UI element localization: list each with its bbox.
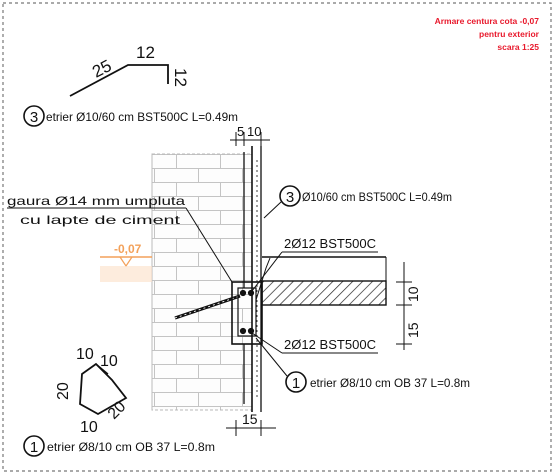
dim-top-a: 5 — [237, 124, 244, 139]
position-marker-1 — [23, 435, 45, 457]
bars-bottom-label: 2Ø12 BST500C — [284, 337, 376, 352]
callout-stirrup-3: 3 Ø10/60 cm BST500C L=0.49m — [263, 185, 452, 219]
position-marker-3 — [23, 105, 45, 127]
stirrup-1-dim-1: 10 — [76, 346, 94, 363]
belt-beam — [231, 257, 271, 345]
callout-stirrup-3-label: Ø10/60 cm BST500C L=0.49m — [302, 190, 452, 204]
callout-etrier-1-label: etrier Ø8/10 cm OB 37 L=0.8m — [310, 376, 470, 390]
callout-etrier-1: 1 etrier Ø8/10 cm OB 37 L=0.8m — [255, 337, 470, 393]
svg-text:3: 3 — [30, 109, 38, 126]
svg-text:1: 1 — [30, 439, 38, 456]
svg-text:3: 3 — [286, 189, 294, 206]
dim-right-a: 15 — [405, 322, 421, 338]
stirrup-1-dim-2: 10 — [100, 353, 118, 370]
stirrup-3-dim-b: 12 — [136, 43, 155, 62]
level-label: -0,07 — [114, 242, 142, 256]
stirrup-3-label: etrier Ø10/60 cm BST500C L=0.49m — [46, 110, 238, 124]
stirrup-3-dim-a: 25 — [89, 56, 114, 82]
bars-top-label: 2Ø12 BST500C — [284, 236, 376, 251]
svg-text:1: 1 — [292, 375, 300, 392]
hole-note-line-1: gaura Ø14 mm umpluta — [7, 194, 185, 208]
position-marker-3-callout — [279, 185, 301, 207]
stirrup-1-label: etrier Ø8/10 cm OB 37 L=0.8m — [47, 440, 215, 454]
stirrup-1-legend: 1 etrier Ø8/10 cm OB 37 L=0.8m — [23, 435, 215, 457]
anchor-bar — [174, 294, 241, 320]
position-marker-1-callout — [285, 371, 307, 393]
hole-note-line-2: cu lapte de ciment — [20, 213, 181, 227]
hole-note: gaura Ø14 mm umpluta cu lapte de ciment — [7, 194, 233, 283]
stirrup-shape-3: 25 12 12 — [69, 43, 190, 97]
stirrup-1-dim-3: 20 — [55, 382, 72, 400]
header-line-1: Armare centura cota -0,07 — [435, 16, 540, 26]
bars-top-label-group: 2Ø12 BST500C — [251, 236, 378, 292]
stirrup-3-legend: 3 etrier Ø10/60 cm BST500C L=0.49m — [23, 105, 238, 127]
sheet-border — [2, 2, 552, 472]
stirrup-1-dim-4: 20 — [105, 398, 130, 423]
dimension-top: 5 10 — [230, 124, 270, 146]
floor-slab — [261, 256, 387, 306]
stirrup-1-dim-5: 10 — [80, 419, 98, 436]
dim-top-b: 10 — [247, 124, 261, 139]
bars-bottom-label-group: 2Ø12 BST500C — [251, 332, 378, 354]
dimension-bottom: 15 — [226, 411, 276, 436]
level-marker: -0,07 — [100, 242, 152, 282]
drawing-header: Armare centura cota -0,07 pentru exterio… — [435, 16, 540, 52]
dim-bottom-label: 15 — [242, 411, 258, 427]
dim-right-b: 10 — [405, 286, 421, 302]
stirrup-in-section — [237, 287, 257, 337]
stirrup-shape-1: 10 10 20 20 10 — [55, 346, 129, 436]
header-line-3: scara 1:25 — [497, 42, 539, 52]
header-line-2: pentru exterior — [479, 29, 540, 39]
stirrup-3-dim-c: 12 — [171, 68, 190, 87]
dimension-right: 15 10 — [396, 262, 421, 350]
